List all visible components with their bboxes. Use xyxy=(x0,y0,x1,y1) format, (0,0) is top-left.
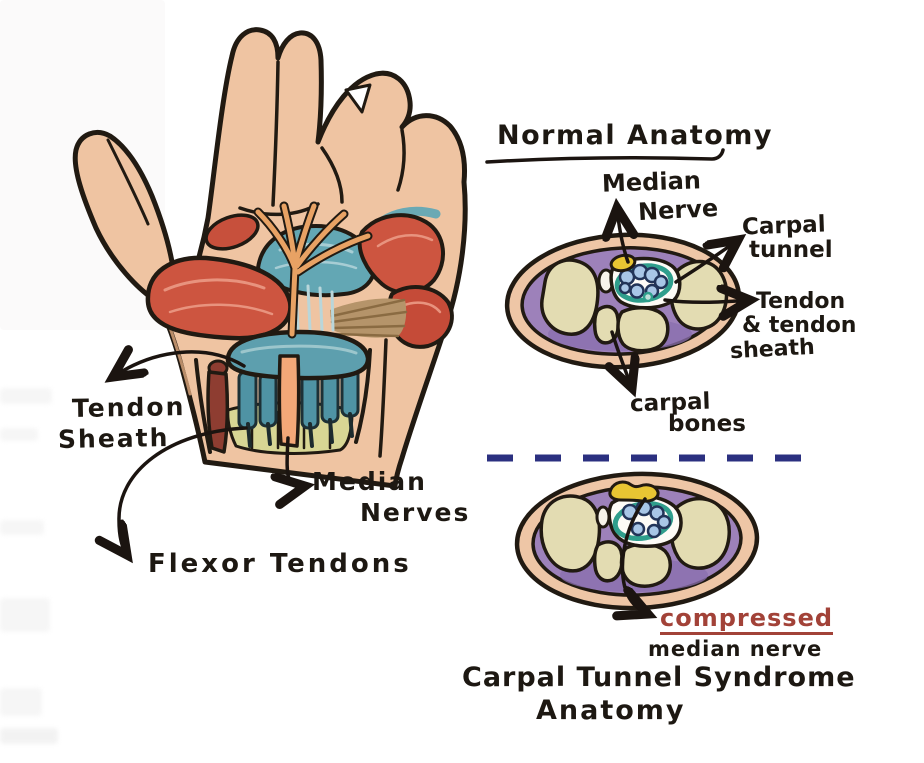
finger-crease xyxy=(396,128,406,192)
tendon-circle xyxy=(656,514,672,530)
median-nerve-compressed xyxy=(608,480,660,503)
carpal-bone xyxy=(616,306,670,353)
band-highlight xyxy=(240,344,358,355)
muscle-highlight xyxy=(163,278,266,292)
scan-artifact xyxy=(0,688,42,716)
scan-artifact xyxy=(0,728,58,744)
arrow-carpal-tunnel xyxy=(674,240,738,284)
flexor-tendons-label: Flexor Tendons xyxy=(148,549,412,579)
scan-artifact xyxy=(0,520,44,535)
muscle-highlight xyxy=(168,303,274,316)
carpal-tunnel-label-line1: Carpal xyxy=(741,211,827,241)
arrow-compressed-nerve xyxy=(622,497,648,614)
scan-artifact xyxy=(0,388,52,404)
normal-anatomy-title: Normal Anatomy xyxy=(497,120,773,151)
tendon-circle xyxy=(629,283,645,299)
carpal-bones-label-line2: bones xyxy=(668,411,746,437)
finger-crease xyxy=(320,146,344,204)
ligament-fibers xyxy=(330,298,408,338)
carpal-bone xyxy=(540,258,600,336)
scan-artifact xyxy=(0,428,38,441)
cts-cross-section xyxy=(514,471,760,611)
flexor-tendons-group xyxy=(237,366,360,430)
normal-anatomy-cross-section xyxy=(504,232,742,370)
tendon-circles-group xyxy=(618,263,669,299)
hand-wrist-illustration xyxy=(72,27,468,489)
tendon-circle-teal xyxy=(642,291,654,303)
palm-muscle-small xyxy=(204,213,260,251)
median-nerve-label-line2: Nerve xyxy=(637,193,719,227)
median-nerve-normal xyxy=(609,253,637,273)
carpal-bone xyxy=(669,497,731,570)
tendon-circle xyxy=(646,523,662,539)
flexor-tendon xyxy=(237,370,258,430)
cts-title-line2: Anatomy xyxy=(536,695,686,726)
hypothenar-muscle-upper xyxy=(357,213,446,295)
median-nerve-label-line1: Median xyxy=(601,166,702,198)
tendon-sheath-label-line1: Tendon xyxy=(756,289,846,314)
arrow-tendon-sheath-hand xyxy=(113,352,246,377)
median-nerve-strip xyxy=(277,354,301,448)
flexor-tendon xyxy=(258,372,278,428)
tendon-circles-group xyxy=(621,499,672,539)
carpal-tunnel-label-line2: tunnel xyxy=(749,237,833,263)
muscle-highlight xyxy=(376,233,434,248)
carpal-bone xyxy=(592,540,624,583)
scan-artifact xyxy=(0,598,50,632)
tendon-sheath-label-line3: sheath xyxy=(729,334,816,365)
knuckle-highlight xyxy=(344,83,372,114)
arrow-tendon-sheath-section xyxy=(663,300,750,302)
hand-tendon-sheath-label-line2: Sheath xyxy=(57,423,170,454)
hand-median-nerves-label-line2: Nerves xyxy=(360,498,471,527)
tendon-lines xyxy=(250,410,332,450)
normal-anatomy-underline xyxy=(485,148,725,164)
carpal-bone xyxy=(539,494,602,573)
compressed-label: compressed xyxy=(660,605,834,636)
small-tendon-oval xyxy=(595,505,611,529)
hand-median-nerves-label-line1: Median xyxy=(312,467,427,496)
tendon-circle xyxy=(653,274,669,290)
finger-crease xyxy=(271,60,280,207)
tendon-tips xyxy=(246,412,354,448)
tendon-sheath-label-line2: & tendon xyxy=(742,313,857,338)
flexor-tendon xyxy=(300,372,320,430)
carpal-bone xyxy=(619,542,672,588)
arrow-carpal-bones xyxy=(612,330,632,388)
dissection-edge-left xyxy=(194,358,212,454)
annotation-arrows xyxy=(113,208,750,614)
tendon-circle xyxy=(630,521,646,537)
hand-tendon-sheath-label-line1: Tendon xyxy=(71,392,186,423)
median-nerve-branches xyxy=(253,201,373,339)
wrist-fold-right xyxy=(378,338,388,458)
cts-title-line1: Carpal Tunnel Syndrome xyxy=(462,662,856,693)
tendon-sheath-strip xyxy=(206,370,230,454)
arrow-median-nerves-hand xyxy=(287,436,305,486)
arrow-median-nerve-section xyxy=(617,208,628,264)
carpal-bones-group xyxy=(540,258,729,353)
compressed-median-nerve-label: median nerve xyxy=(648,637,823,661)
arrow-flexor-tendons xyxy=(119,426,248,555)
tendon-circle xyxy=(618,281,632,295)
thumb-crease xyxy=(106,138,150,226)
